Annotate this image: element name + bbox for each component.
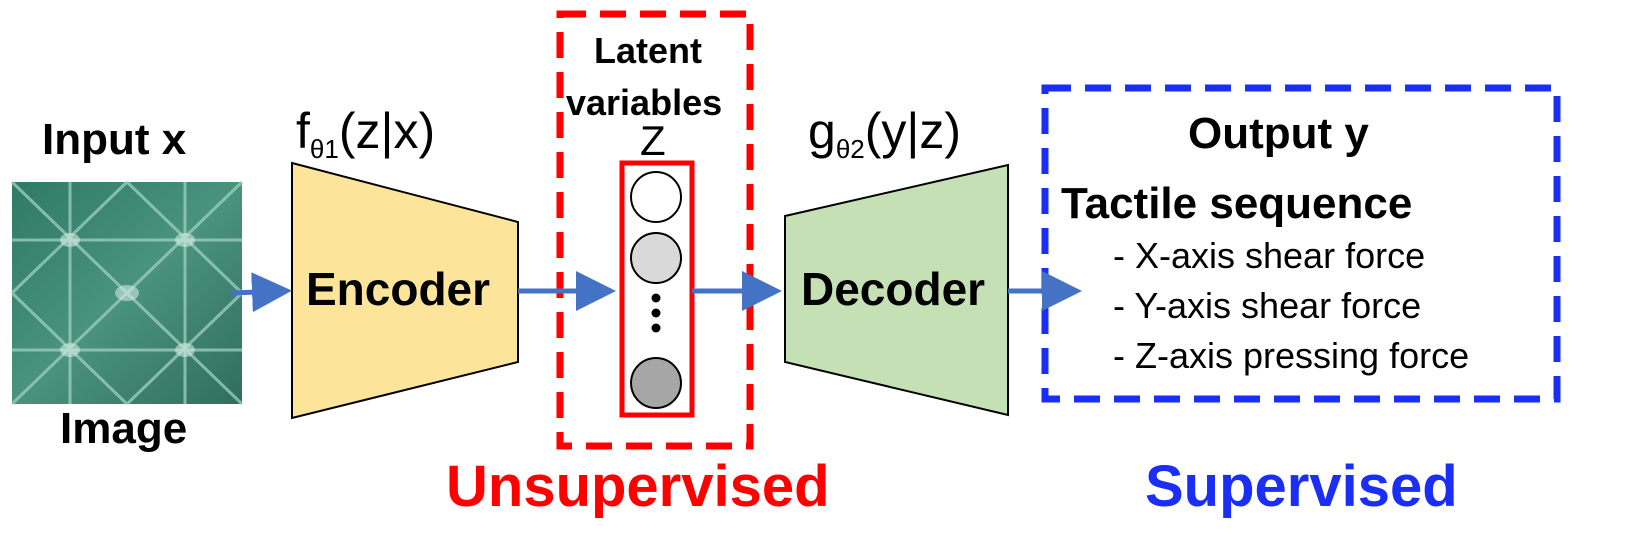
output-item-z: - Z-axis pressing force bbox=[1113, 335, 1470, 376]
latent-node-1 bbox=[630, 171, 682, 223]
unsupervised-label: Unsupervised bbox=[446, 454, 830, 519]
output-item-x: - X-axis shear force bbox=[1113, 235, 1426, 276]
arrow-input-to-encoder bbox=[231, 272, 292, 313]
encoder-func-args: (z|x) bbox=[338, 103, 436, 159]
encoder-label: Encoder bbox=[306, 263, 491, 315]
input-caption: Image bbox=[60, 404, 188, 453]
output-dashed-frame bbox=[1041, 84, 1561, 403]
encoder-block bbox=[291, 161, 519, 420]
encoder-function: fθ1(z|x) bbox=[296, 106, 435, 162]
encoder-func-subscript: θ1 bbox=[309, 134, 339, 164]
encoder-func-main: f bbox=[296, 103, 310, 159]
latent-title-line1: Latent bbox=[594, 30, 702, 71]
latent-ellipsis-dots bbox=[651, 293, 661, 333]
decoder-function: gθ2(y|z) bbox=[808, 106, 961, 162]
latent-title-line2: variables bbox=[566, 82, 723, 123]
decoder-func-args: (y|z) bbox=[864, 103, 962, 159]
decoder-func-main: g bbox=[808, 103, 836, 159]
output-item-y: - Y-axis shear force bbox=[1113, 285, 1422, 326]
decoder-func-subscript: θ2 bbox=[835, 134, 865, 164]
latent-symbol: Z bbox=[640, 117, 666, 164]
latent-dashed-frame bbox=[556, 10, 754, 450]
decoder-block bbox=[784, 163, 1009, 417]
latent-node-n bbox=[630, 357, 682, 409]
output-subtitle: Tactile sequence bbox=[1061, 179, 1413, 228]
input-image bbox=[10, 180, 244, 406]
output-title: Output y bbox=[1188, 109, 1369, 158]
decoder-label: Decoder bbox=[801, 263, 986, 315]
supervised-label: Supervised bbox=[1145, 454, 1458, 519]
latent-node-2 bbox=[630, 232, 682, 284]
input-title: Input x bbox=[42, 115, 187, 164]
